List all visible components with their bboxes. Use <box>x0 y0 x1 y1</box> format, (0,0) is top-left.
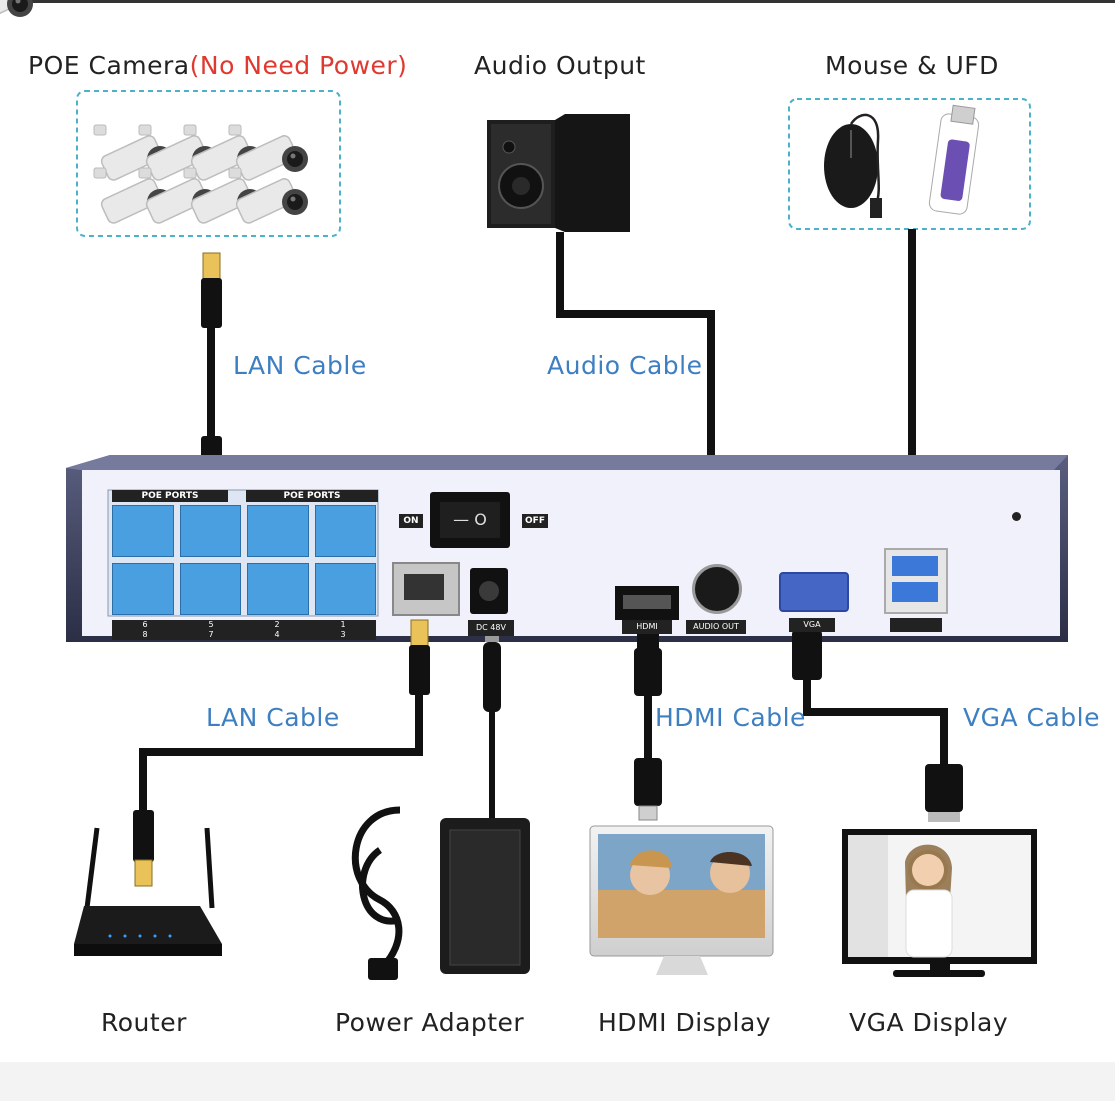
top-border <box>0 0 1115 3</box>
dc-power-port[interactable] <box>470 568 508 614</box>
vga-cable <box>792 630 963 822</box>
reset-hole <box>1012 512 1021 521</box>
label-router: Router <box>101 1008 187 1037</box>
hdmi-port[interactable] <box>615 586 679 620</box>
on-label: ON <box>399 514 423 528</box>
audio-out-port[interactable] <box>692 564 742 614</box>
label-hdmi-cable: HDMI Cable <box>655 703 806 732</box>
poe-ports-label-right: POE PORTS <box>283 491 341 501</box>
poe-port-grid <box>112 505 376 615</box>
port-number: 4 <box>274 630 280 639</box>
poe-port[interactable] <box>247 563 309 615</box>
bottom-band <box>0 1062 1115 1101</box>
hdmi-monitor-icon <box>589 825 774 975</box>
power-switch[interactable]: — O <box>430 492 510 548</box>
power-adapter-icon <box>351 620 530 980</box>
dc-port-label: DC 48V <box>468 620 514 636</box>
usb-drive-icon <box>928 104 980 215</box>
poe-ports-label-left: POE PORTS <box>141 491 199 501</box>
vga-port[interactable] <box>779 572 849 612</box>
poe-port[interactable] <box>247 505 309 557</box>
audio-out-label: AUDIO OUT <box>686 620 746 634</box>
label-poe-camera: POE Camera(No Need Power) <box>28 51 408 80</box>
poe-port[interactable] <box>314 563 376 615</box>
label-no-need-power: (No Need Power) <box>189 51 408 80</box>
label-power-adapter: Power Adapter <box>335 1008 525 1037</box>
poe-camera-icon <box>0 0 309 226</box>
label-hdmi-display: HDMI Display <box>598 1008 772 1037</box>
label-lan-cable-bottom: LAN Cable <box>206 703 340 732</box>
label-vga-display: VGA Display <box>849 1008 1009 1037</box>
label-vga-cable: VGA Cable <box>963 703 1100 732</box>
poe-port[interactable] <box>314 505 376 557</box>
label-audio-cable: Audio Cable <box>547 351 703 380</box>
port-number-strip: 6 5 2 1 8 7 4 3 <box>112 620 376 640</box>
label-lan-cable-top: LAN Cable <box>233 351 367 380</box>
mouse-icon <box>824 113 882 218</box>
speaker-icon <box>487 114 630 232</box>
port-number: 8 <box>142 630 148 639</box>
vga-monitor-icon <box>842 829 1037 977</box>
lan-cable-bottom <box>133 619 430 887</box>
off-label: OFF <box>522 514 548 528</box>
mouse-ufd-box <box>788 98 1031 230</box>
port-number: 2 <box>274 620 280 629</box>
poe-port[interactable] <box>179 505 241 557</box>
router-icon <box>74 827 222 956</box>
switch-rocker: — O <box>440 502 500 538</box>
label-audio-output: Audio Output <box>474 51 646 80</box>
port-number: 3 <box>340 630 346 639</box>
port-number: 5 <box>208 620 214 629</box>
usb-ports[interactable] <box>884 548 948 614</box>
poe-port[interactable] <box>179 563 241 615</box>
poe-port[interactable] <box>112 505 174 557</box>
usb-icon-label <box>890 618 942 632</box>
lan-port[interactable] <box>392 562 460 616</box>
label-mouse-ufd: Mouse & UFD <box>825 51 999 80</box>
camera-group-box <box>76 90 341 237</box>
port-number: 6 <box>142 620 148 629</box>
vga-port-label: VGA <box>789 618 835 632</box>
port-number: 1 <box>340 620 346 629</box>
poe-port[interactable] <box>112 563 174 615</box>
port-number: 7 <box>208 630 214 639</box>
hdmi-port-label: HDMI <box>622 620 672 634</box>
